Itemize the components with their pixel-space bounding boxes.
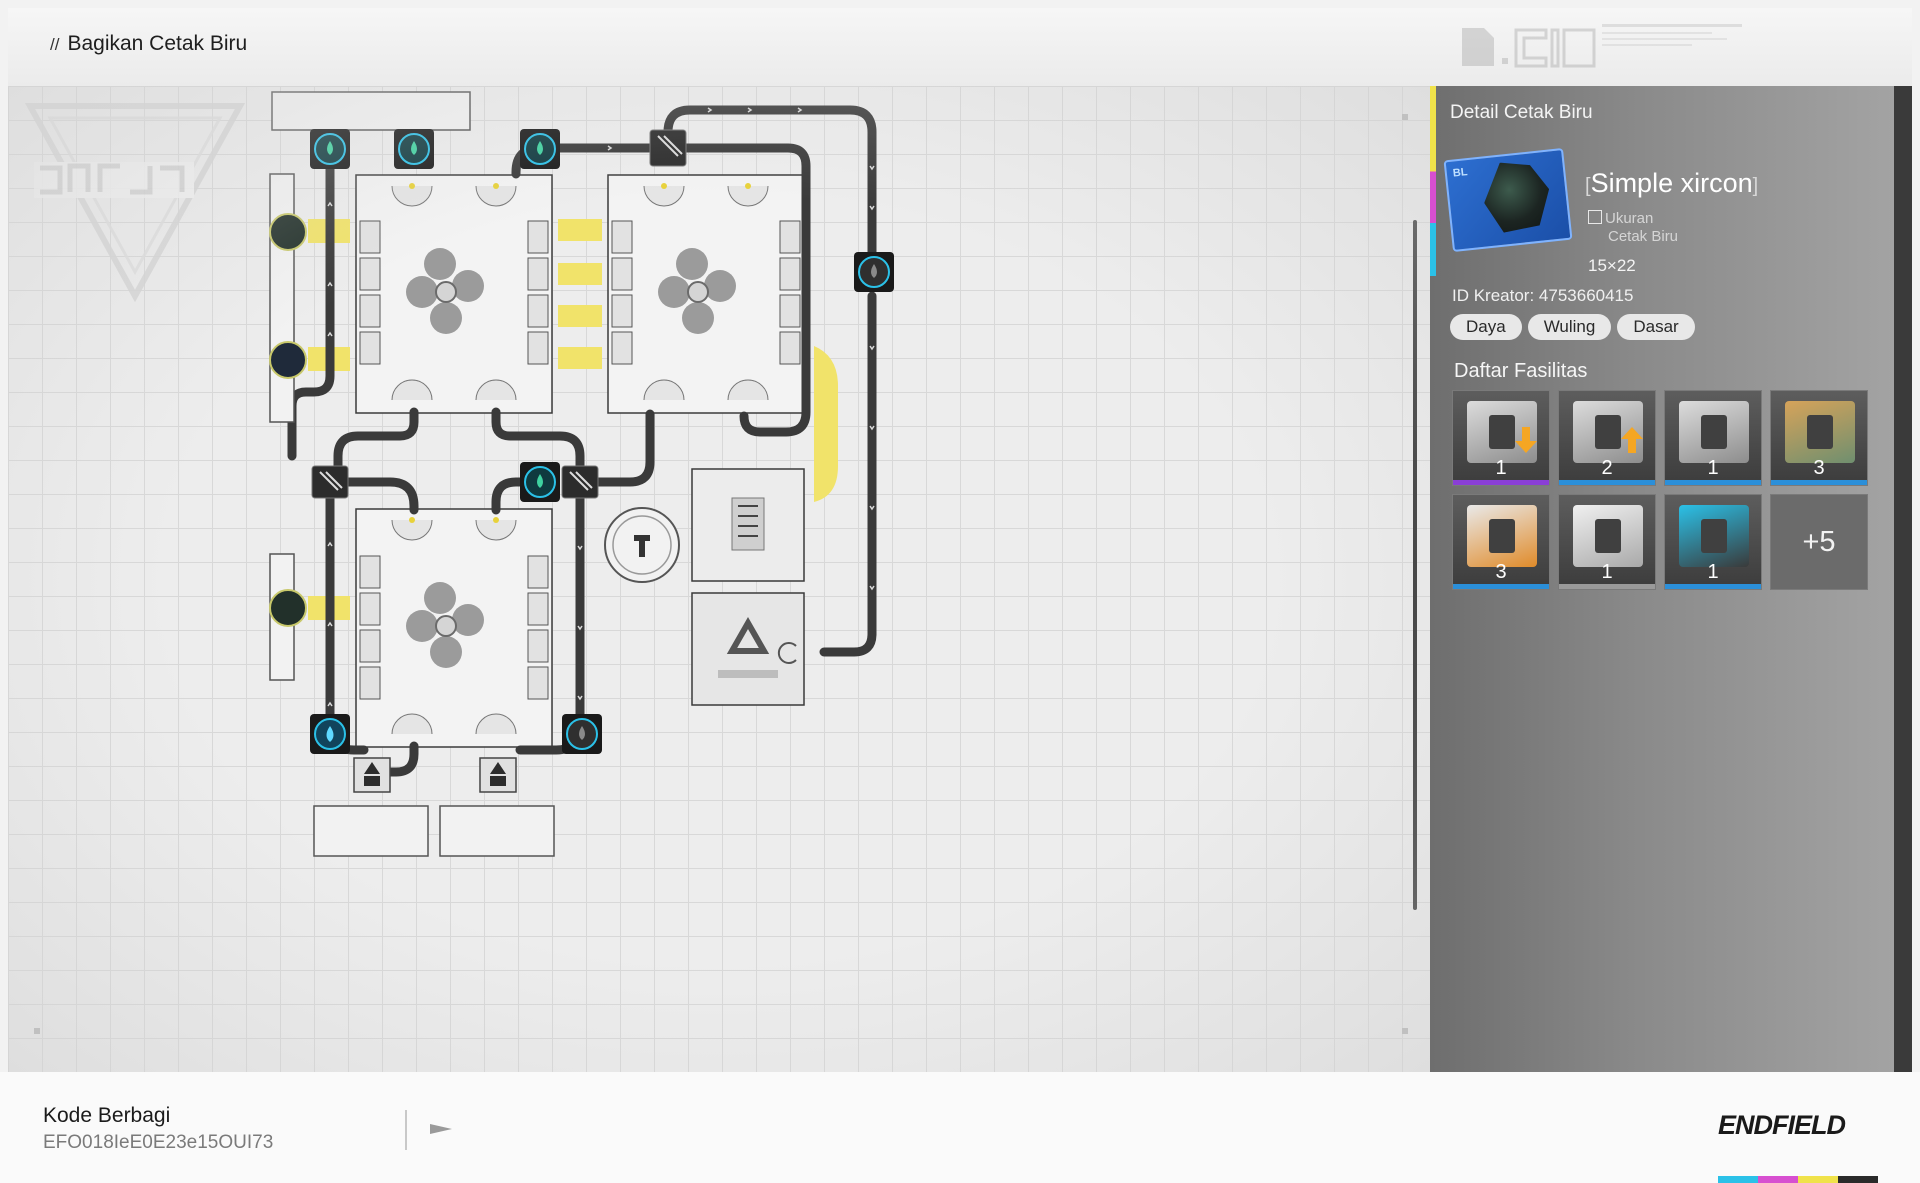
tag-daya: Daya — [1450, 314, 1522, 340]
blueprint-detail-panel: Detail Cetak Biru BL [Simple xircon] Uku… — [1430, 86, 1912, 1072]
relay-node — [604, 507, 680, 583]
app-window: // Bagikan Cetak Biru — [8, 8, 1912, 1072]
refinery-machine-top-right — [607, 174, 805, 414]
size-label-line2: Cetak Biru — [1608, 228, 1679, 245]
refinery-machine-bottom — [355, 508, 553, 748]
top-bar: // Bagikan Cetak Biru — [8, 8, 1912, 86]
send-arrow-icon[interactable] — [426, 1116, 456, 1142]
corner-marker — [34, 1028, 40, 1034]
tag-list: Daya Wuling Dasar — [1450, 314, 1695, 340]
blueprint-name-text: Simple xircon — [1590, 168, 1753, 198]
size-value: 15×22 — [1588, 256, 1636, 275]
creator-id: ID Kreator: 4753660415 — [1452, 286, 1634, 305]
facility-item[interactable]: 1 — [1452, 390, 1550, 486]
endfield-industries-logo — [24, 103, 246, 303]
facility-item[interactable]: 1 — [1664, 494, 1762, 590]
depot-box-icon — [1573, 505, 1643, 567]
corner-marker — [1402, 1028, 1408, 1034]
arrow-up-badge-icon — [1621, 427, 1643, 453]
tag-wuling: Wuling — [1527, 314, 1612, 340]
size-label-line1: Ukuran — [1605, 210, 1654, 227]
rarity-bar — [1665, 480, 1761, 485]
share-code-value[interactable]: EFO018IeE0E23e15OUI73 — [43, 1132, 274, 1153]
brand-color-stripe — [1718, 1176, 1878, 1183]
rarity-bar — [1559, 480, 1655, 485]
blueprint-canvas[interactable] — [8, 86, 1430, 1072]
core-base-unit — [691, 592, 805, 706]
facility-item[interactable]: 2 — [1558, 390, 1656, 486]
facility-count: 3 — [1495, 561, 1507, 583]
storage-battery-icon — [1785, 401, 1855, 463]
rarity-bar — [1559, 584, 1655, 589]
blueprint-name: [Simple xircon] — [1585, 168, 1759, 198]
facility-count: 1 — [1601, 561, 1613, 583]
facility-count: 1 — [1707, 561, 1719, 583]
facility-list: 1 2 1 3 3 — [1452, 390, 1868, 590]
refinery-machine-icon — [1679, 401, 1749, 463]
facility-count: 1 — [1707, 457, 1719, 479]
rarity-bar — [1453, 480, 1549, 485]
canvas-scrollbar[interactable] — [1413, 220, 1417, 910]
tag-dasar: Dasar — [1617, 314, 1695, 340]
facility-item[interactable]: 1 — [1664, 390, 1762, 486]
rarity-bar — [1771, 480, 1867, 485]
resize-icon — [1588, 210, 1602, 224]
processor-orange-icon — [1467, 505, 1537, 567]
rarity-bar — [1453, 584, 1549, 589]
facility-item[interactable]: 1 — [1558, 494, 1656, 590]
refinery-machine-top-left — [355, 174, 553, 414]
facility-item[interactable]: 3 — [1452, 494, 1550, 590]
storage-unit — [691, 468, 805, 582]
footer-divider — [405, 1110, 407, 1150]
document-decor-icon — [1462, 24, 1742, 68]
facilities-title: Daftar Fasilitas — [1454, 360, 1588, 382]
facility-count: 2 — [1601, 457, 1613, 479]
blueprint-thumbnail: BL — [1443, 147, 1573, 253]
facility-item[interactable]: 3 — [1770, 390, 1868, 486]
footer-bar: Kode Berbagi EFO018IeE0E23e15OUI73 ENDFI… — [0, 1072, 1920, 1183]
title-prefix: // — [50, 35, 60, 54]
share-code-label: Kode Berbagi — [43, 1104, 171, 1127]
arrow-down-badge-icon — [1515, 427, 1537, 453]
page-title: // Bagikan Cetak Biru — [50, 32, 247, 56]
facility-count: 1 — [1495, 457, 1507, 479]
size-label: Ukuran Cetak Biru — [1588, 210, 1708, 246]
rarity-bar — [1665, 584, 1761, 589]
panel-accent-bar — [1430, 86, 1436, 276]
xircon-gem-icon — [1480, 158, 1553, 235]
thumbnail-tag: BL — [1452, 166, 1469, 180]
panel-title: Detail Cetak Biru — [1450, 102, 1593, 123]
facility-count: 3 — [1813, 457, 1825, 479]
more-facilities-button[interactable]: +5 — [1770, 494, 1868, 590]
corner-marker — [1402, 114, 1408, 120]
endfield-brand-logo: ENDFIELD — [1718, 1110, 1846, 1140]
relay-tower-icon — [1679, 505, 1749, 567]
page-title-text: Bagikan Cetak Biru — [67, 32, 248, 55]
